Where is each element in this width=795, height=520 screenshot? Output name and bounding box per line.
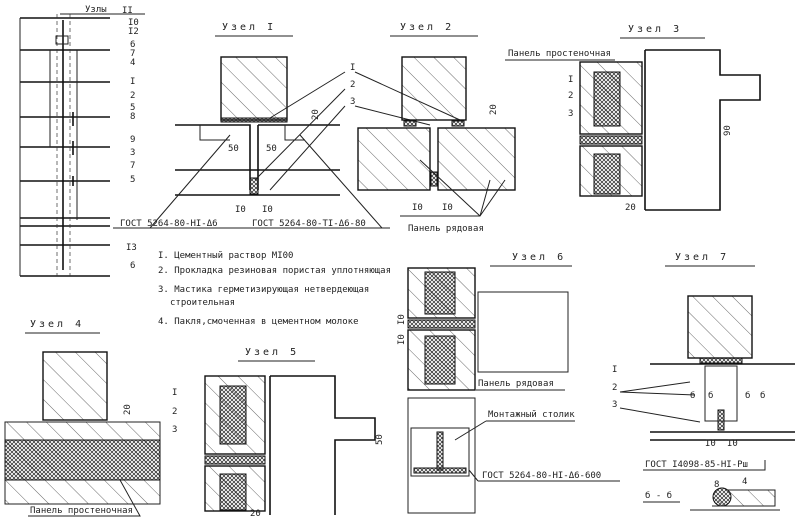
dim: 20 <box>123 404 133 415</box>
label: 7 <box>130 161 135 171</box>
weld-label: ГОСТ 5264-80-TI-Δ6-80 <box>252 219 366 229</box>
legend-item: 3. Мастика герметизирующая нетвердеющая <box>158 285 369 295</box>
node-6: Узел 6 I0 I0 Панель рядовая <box>397 252 572 391</box>
weld-label: ГОСТ 5264-80-HI-Δ6 <box>120 219 218 229</box>
leader-label: I <box>612 365 617 375</box>
node-2-title: Узел 2 <box>400 22 454 33</box>
panel-label: Панель простеночная <box>508 49 611 59</box>
dim: I0 <box>397 314 407 325</box>
dim: I0 <box>442 203 453 213</box>
node-5: Узел 5 I 2 3 50 20 <box>172 347 385 519</box>
section-mark: б <box>760 390 765 401</box>
leader-label: 3 <box>172 425 177 435</box>
label: I3 <box>126 243 137 253</box>
panel-label: Панель рядовая <box>478 379 554 389</box>
weld-label: ГОСТ I4098-85-HI-Рш <box>645 460 748 470</box>
dim: 20 <box>250 509 261 519</box>
node-3-title: Узел 3 <box>628 24 682 35</box>
panel-label: Панель простеночная <box>30 506 133 516</box>
mount-table-label: Монтажный столик <box>488 410 575 420</box>
dim: 20 <box>489 104 499 115</box>
label: II <box>122 6 133 16</box>
label: 5 <box>130 103 135 113</box>
label: I2 <box>128 27 139 37</box>
weld-callouts-top: ГОСТ 5264-80-HI-Δ6 ГОСТ 5264-80-TI-Δ6-80 <box>113 219 390 229</box>
node-2: Узел 2 I0 I0 20 Панель рядовая <box>357 22 516 234</box>
node-6-title: Узел 6 <box>512 252 566 263</box>
node-7: Узел 7 I 2 3 б б б б I0 I0 ГОСТ I4098-85… <box>612 252 795 511</box>
leader-label: 3 <box>350 97 355 107</box>
label: 5 <box>130 175 135 185</box>
dim: 8 <box>714 480 719 490</box>
leader-label: 2 <box>172 407 177 417</box>
leader-label: 3 <box>568 109 573 119</box>
node-7-title: Узел 7 <box>675 252 729 263</box>
dim: 50 <box>266 144 277 154</box>
leader-label: I <box>350 63 355 73</box>
label: 6 <box>130 40 135 50</box>
weld-label: ГОСТ 5264-80-HI-Δ6-600 <box>482 471 601 481</box>
section-mark: б <box>708 390 713 401</box>
label: I0 <box>128 18 139 28</box>
dim: I0 <box>705 439 716 449</box>
mount-table-detail: Монтажный столик ГОСТ 5264-80-HI-Δ6-600 <box>407 397 620 514</box>
dim: 20 <box>311 109 321 120</box>
leader-label: I <box>568 75 573 85</box>
node-5-title: Узел 5 <box>245 347 299 358</box>
panel-row-label: Панель рядовая <box>408 224 484 234</box>
legend-item: I. Цементный раствор MI00 <box>158 251 293 261</box>
section-mark: б <box>690 390 695 401</box>
label: 4 <box>130 58 135 68</box>
dim: I0 <box>727 439 738 449</box>
elevation-header: Узлы <box>85 5 107 15</box>
dim: 50 <box>228 144 239 154</box>
elevation-labels: II I0 I2 6 7 4 I 2 5 8 9 3 7 5 I3 6 <box>122 6 139 271</box>
dim: 20 <box>625 203 636 213</box>
leader-label: I <box>172 388 177 398</box>
label: I <box>130 77 135 87</box>
section-label: б - б <box>645 490 672 501</box>
dim: I0 <box>397 334 407 345</box>
dim: 4 <box>742 477 747 487</box>
label: 7 <box>130 49 135 59</box>
label: 8 <box>130 112 135 122</box>
dim: I0 <box>262 205 273 215</box>
leader-label: 2 <box>612 383 617 393</box>
leader-label: 3 <box>612 400 617 410</box>
node-1-title: Узел I <box>222 22 276 33</box>
label: 3 <box>130 148 135 158</box>
label: 9 <box>130 135 135 145</box>
node-3: Узел 3 Панель простеночная I 2 3 90 20 <box>505 24 761 213</box>
node-4-title: Узел 4 <box>30 319 84 330</box>
node-4: Узел 4 20 Панель простеночная <box>4 319 161 517</box>
legend-item: 4. Пакля,смоченная в цементном молоке <box>158 317 358 327</box>
label: 6 <box>130 261 135 271</box>
leader-label: 2 <box>568 91 573 101</box>
dim: 90 <box>723 125 733 136</box>
node-1: Узел I 50 50 I0 I0 20 I 2 3 <box>149 22 461 229</box>
dim: 50 <box>375 434 385 445</box>
leader-label: 2 <box>350 80 355 90</box>
section-mark: б <box>745 390 750 401</box>
dim: I0 <box>235 205 246 215</box>
legend-item: строительная <box>170 298 235 308</box>
dim: I0 <box>412 203 423 213</box>
legend-item: 2. Прокладка резиновая пористая уплотняю… <box>158 266 391 276</box>
legend: I. Цементный раствор MI00 2. Прокладка р… <box>158 251 391 327</box>
elevation-diagram: Узлы <box>19 5 145 277</box>
label: 2 <box>130 91 135 101</box>
